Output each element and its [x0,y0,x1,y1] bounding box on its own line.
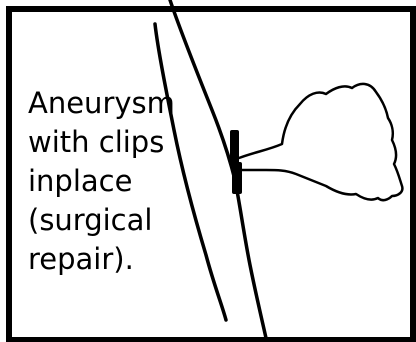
surgical-clip-upper [230,130,239,164]
caption-line-5: repair). [28,240,178,279]
caption-line-4: (surgical [28,201,178,240]
aneurysm-sac [239,84,402,200]
caption-line-1: Aneurysm [28,84,178,123]
surgical-clip-lower [232,162,242,194]
figure-caption: Aneurysm with clips inplace (surgical re… [28,84,178,279]
caption-line-3: inplace [28,162,178,201]
caption-line-2: with clips [28,123,178,162]
